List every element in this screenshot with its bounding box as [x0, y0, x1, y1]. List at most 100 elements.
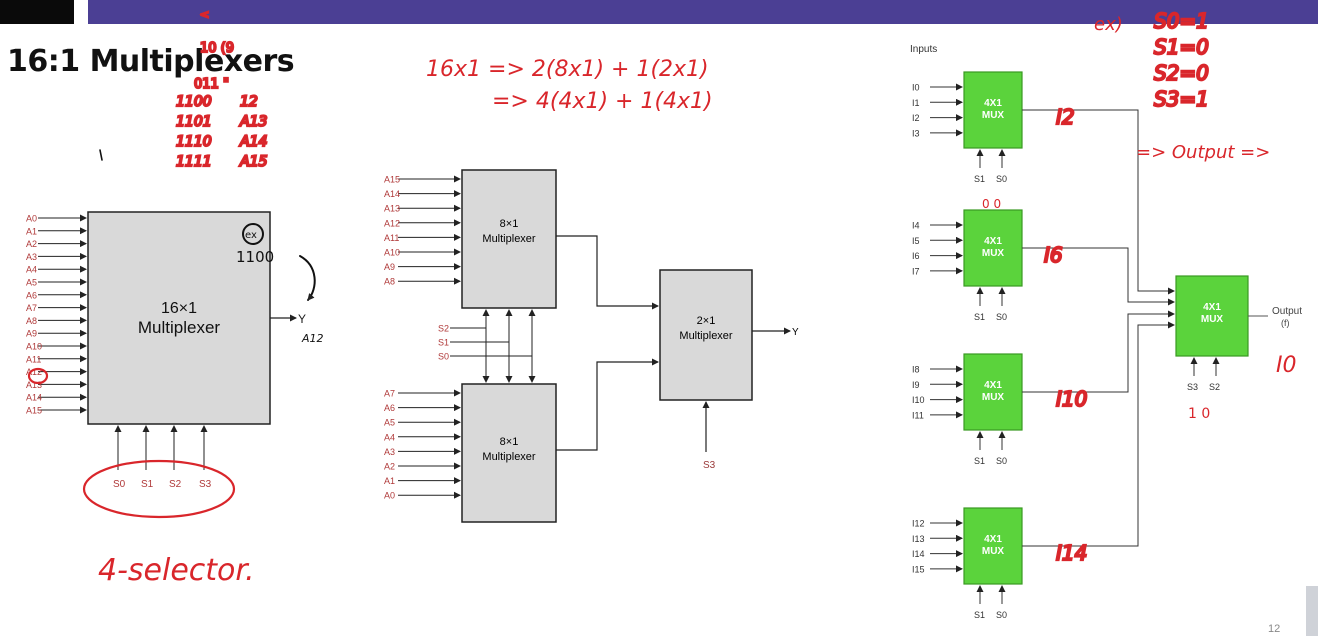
select-value: S1=0 [1154, 35, 1209, 59]
mux4-label-2: MUX [982, 546, 1005, 557]
mux8-input-label: A10 [384, 248, 400, 258]
scrollbar[interactable] [1306, 586, 1318, 636]
mux4-final-block [1175, 275, 1249, 357]
mux8-bottom-to-mux2 [556, 358, 659, 451]
mux8-input-label: A8 [384, 277, 395, 287]
mux4-select-label: S1 [974, 456, 985, 466]
mux4-output-wire [1022, 247, 1175, 306]
mux16-input-label: A8 [26, 316, 37, 326]
a12-note: A12 [301, 332, 324, 345]
mux16-input-label: A12 [26, 367, 42, 377]
header-black-block [0, 0, 74, 24]
mux4-output-wire [1022, 109, 1175, 295]
select-value: S0=1 [1154, 9, 1209, 33]
equation-1: 16x1 => 2(8x1) + 1(2x1) [426, 57, 709, 82]
mux4-input-label: I12 [912, 519, 925, 529]
binary-row-value: 12 [240, 94, 258, 110]
mux4-input-label: I6 [912, 251, 920, 261]
diagram-16x1-mux: 16×1 Multiplexer A0A1A2A3A4A5A6A7A8A9A10… [26, 211, 306, 490]
mux4-label-1: 4X1 [984, 98, 1002, 109]
mux8-select-label: S2 [438, 324, 449, 334]
output-arrow-note: => Output => [1136, 142, 1270, 163]
mux16-select-label: S1 [141, 479, 154, 490]
binary-row-value: A13 [239, 114, 267, 130]
final-s2-label: S2 [1209, 382, 1220, 392]
mux4-input-label: I5 [912, 236, 920, 246]
header-bar [88, 0, 1318, 24]
mux8-top-label-1: 8×1 [500, 218, 519, 230]
mux8-input-label: A0 [384, 491, 395, 501]
select-value: S3=1 [1154, 87, 1209, 111]
mux16-select-label: S3 [199, 479, 212, 490]
mux16-selects: S0 S1 S2 S3 [113, 425, 212, 490]
pen-mark [99, 149, 103, 161]
mux8-input-label: A11 [384, 233, 399, 243]
mux4-input-label: I2 [912, 113, 920, 123]
a12-circle [27, 367, 49, 385]
mux8-top-block [461, 169, 557, 309]
handwriting-annotations: 16x1 => 2(8x1) + 1(2x1) => 4(4x1) + 1(4x… [27, 7, 1297, 588]
mux4-input-label: I10 [912, 395, 925, 405]
mux8-select-label: S0 [438, 352, 449, 362]
mux8-input-label: A7 [384, 389, 395, 399]
mux16-select-label: S0 [113, 479, 126, 490]
mux8-input-label: A9 [384, 262, 395, 272]
mux4-label-1: 4X1 [984, 534, 1002, 545]
mux16-select-label: S2 [169, 479, 182, 490]
binary-scribble: 011 " [194, 77, 229, 92]
mux8-input-label: A3 [384, 447, 395, 457]
mux16-input-label: A0 [26, 214, 37, 224]
mux16-input-label: A3 [26, 252, 37, 262]
mux-output-note: I10 [1056, 387, 1087, 411]
mux8-input-label: A5 [384, 418, 395, 428]
mux4-final-label-1: 4X1 [1203, 302, 1221, 313]
mux4-select-label: S0 [996, 610, 1007, 620]
mux16-input-label: A15 [26, 406, 42, 416]
binary-row-code: 1110 [176, 134, 212, 150]
ex-value: 1100 [236, 248, 274, 266]
mux4-select-label: S1 [974, 312, 985, 322]
mux4-input-label: I7 [912, 266, 920, 276]
binary-scribble: < [200, 8, 209, 21]
mux8-input-label: A6 [384, 403, 395, 413]
mux4-block [963, 71, 1023, 149]
mux8-input-label: A1 [384, 476, 395, 486]
mux8-select-label: S1 [438, 338, 449, 348]
mux-output-note: I6 [1044, 243, 1063, 267]
mux2-block [659, 269, 753, 401]
mux4-select-label: S0 [996, 456, 1007, 466]
page-number: 12 [1268, 623, 1280, 635]
mux4-label-1: 4X1 [984, 236, 1002, 247]
mux16-input-label: A7 [26, 303, 37, 313]
binary-row-code: 1111 [176, 154, 212, 170]
mux4-input-label: I8 [912, 365, 920, 375]
select-circle [82, 459, 236, 519]
select-values-list: S0=1S1=0S2=0S3=1 [1153, 8, 1210, 112]
mux4-label-2: MUX [982, 392, 1005, 403]
mux2-label-2: Multiplexer [679, 330, 733, 342]
four-selector-note: 4-selector. [98, 553, 255, 588]
ex-header: ex) [1094, 14, 1123, 35]
mux8-input-label: A14 [384, 189, 400, 199]
mux16-input-label: A1 [26, 226, 37, 236]
mux8-input-label: A15 [384, 175, 400, 185]
mux4-output-wire [1022, 321, 1175, 547]
mux16-label-1: 16×1 [161, 300, 197, 317]
mux4-select-label: S0 [996, 312, 1007, 322]
mux16-input-label: A10 [26, 342, 42, 352]
mux8-input-label: A2 [384, 462, 395, 472]
mux4-label-2: MUX [982, 248, 1005, 259]
mux4-input-label: I15 [912, 564, 925, 574]
mux16-input-label: A2 [26, 239, 37, 249]
mux8-input-label: A12 [384, 218, 400, 228]
mux4-final-label-2: MUX [1201, 314, 1224, 325]
s3-select-label: S3 [703, 460, 716, 471]
mux8-input-label: A4 [384, 432, 395, 442]
mux16-label-2: Multiplexer [138, 318, 221, 337]
mux4-input-label: I13 [912, 534, 925, 544]
